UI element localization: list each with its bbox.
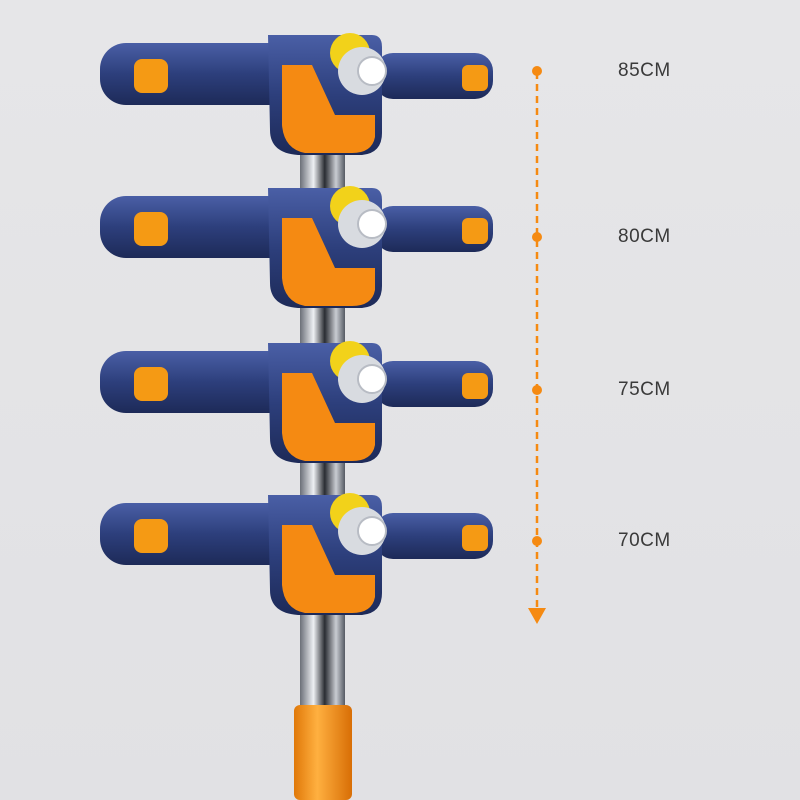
height-label: 70CM <box>618 530 671 551</box>
height-label: 75CM <box>618 379 671 400</box>
height-label: 85CM <box>618 60 671 81</box>
height-label: 80CM <box>618 226 671 247</box>
handlebar-position <box>99 185 494 309</box>
height-marker-dot <box>532 66 542 76</box>
handlebar-position <box>99 340 494 464</box>
arrow-down-icon <box>528 608 546 624</box>
height-marker-dot <box>532 385 542 395</box>
handlebar-position <box>99 492 494 616</box>
handlebar-position <box>99 32 494 156</box>
height-marker-dot <box>532 232 542 242</box>
pole-clamp-collar <box>294 705 352 800</box>
height-marker-dot <box>532 536 542 546</box>
